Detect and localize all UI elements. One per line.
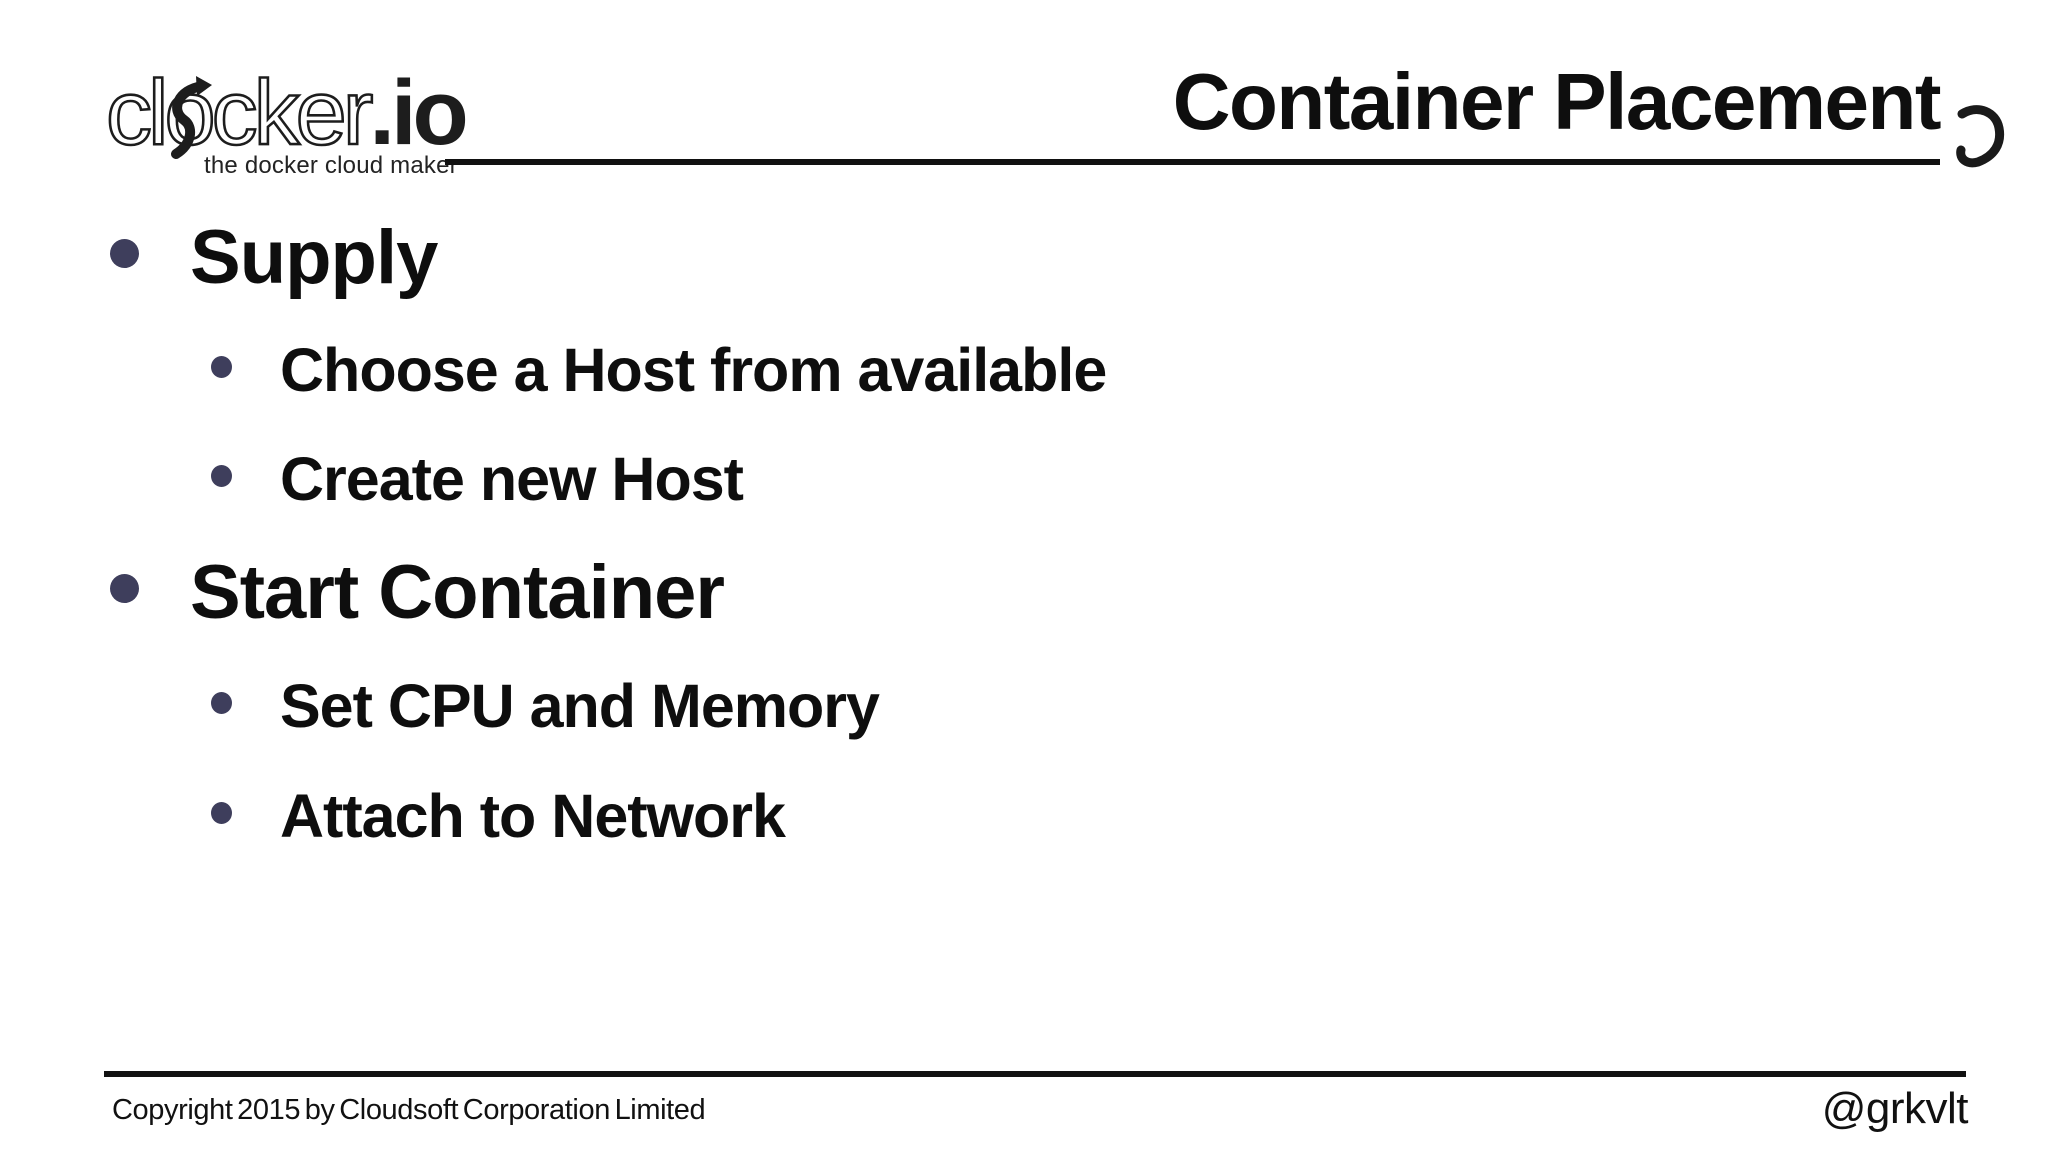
bullet-label: Choose a Host from available <box>280 336 1107 404</box>
logo-brand-solid: .io <box>369 62 465 164</box>
copyright-text: Copyright 2015 by Cloudsoft Corporation … <box>112 1094 706 1126</box>
list-item: Set CPU and Memory <box>0 667 2048 745</box>
list-item: Start Container <box>0 545 2048 639</box>
logo-brand-outline: clocker <box>106 62 373 164</box>
bullet-icon <box>211 356 232 378</box>
title-curl-icon <box>1956 105 2005 168</box>
logo-curl-arrow-icon <box>171 76 212 159</box>
logo-wordmark: clocker.io <box>106 62 466 164</box>
logo-tagline: the docker cloud maker <box>204 152 458 179</box>
bullet-icon <box>211 802 232 824</box>
bullet-icon <box>110 238 139 268</box>
page-title: Container Placement <box>1172 57 1942 146</box>
list-item: Supply <box>0 210 2048 304</box>
clocker-logo: clocker.io <box>105 61 470 166</box>
bullet-icon <box>110 573 139 603</box>
list-item: Create new Host <box>0 440 2048 518</box>
header-divider <box>445 159 1940 165</box>
list-item: Choose a Host from available <box>0 331 2048 409</box>
bullet-label: Set CPU and Memory <box>280 672 880 740</box>
bullet-icon <box>211 465 232 487</box>
twitter-handle: @grkvlt <box>1821 1084 1969 1133</box>
bullet-label: Supply <box>190 214 438 300</box>
bullet-label: Start Container <box>190 549 725 635</box>
bullet-label: Attach to Network <box>280 782 786 850</box>
footer-divider <box>104 1071 1966 1077</box>
list-item: Attach to Network <box>0 777 2048 855</box>
bullet-label: Create new Host <box>280 445 744 513</box>
bullet-icon <box>211 692 232 714</box>
